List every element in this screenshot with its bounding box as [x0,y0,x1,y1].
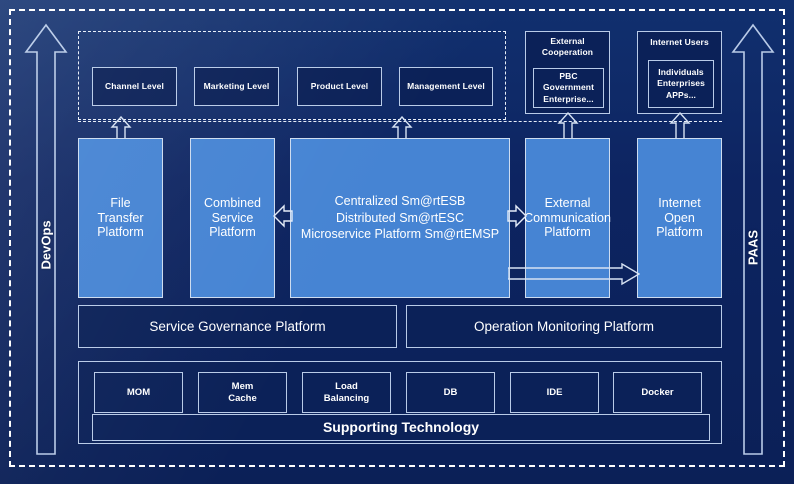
connector-external-comm-to-cooperation [557,112,579,140]
combined-service-platform-label: Combined Service Platform [204,195,261,240]
mem-cache-box[interactable]: Mem Cache [198,372,287,413]
up-arrow-icon [24,23,68,455]
external-cooperation-inner-label: PBC Government Enterprise... [542,71,595,104]
management-level-box[interactable]: Management Level [399,67,493,106]
supporting-technology-label: Supporting Technology [322,419,480,436]
docker-label: Docker [641,386,674,398]
devops-pillar: DevOps [24,22,68,457]
right-arrow-icon [507,204,527,228]
docker-box[interactable]: Docker [613,372,702,413]
channel-level-label: Channel Level [105,81,164,92]
combined-service-platform-box[interactable]: Combined Service Platform [190,138,275,298]
external-cooperation-box[interactable]: External Cooperation PBC Government Ente… [525,31,610,114]
external-communication-platform-box[interactable]: External Communication Platform [524,138,611,298]
ide-box[interactable]: IDE [510,372,599,413]
file-transfer-platform-label: File Transfer Platform [97,195,144,240]
marketing-level-label: Marketing Level [203,81,270,92]
right-arrow-icon [508,263,640,286]
external-cooperation-inner-box: PBC Government Enterprise... [533,68,604,108]
connector-esb-to-combined-service [273,203,293,229]
connector-esb-to-external-communication [507,203,527,229]
paas-label: PAAS [745,229,761,266]
outer-boundary [9,9,785,467]
load-balancing-box[interactable]: Load Balancing [302,372,391,413]
platform-band-group [78,121,722,138]
connector-esb-to-internet-open-platform [508,263,640,287]
external-communication-platform-label: External Communication Platform [524,195,611,240]
internet-users-title: Internet Users [638,32,721,47]
left-arrow-icon [273,204,293,228]
internet-users-inner-label: Individuals Enterprises APPs... [657,66,705,100]
up-arrow-icon [557,112,579,140]
ide-label: IDE [546,386,563,398]
external-cooperation-title-text: External Cooperation [541,36,594,57]
product-level-box[interactable]: Product Level [297,67,382,106]
marketing-level-box[interactable]: Marketing Level [194,67,279,106]
channel-level-box[interactable]: Channel Level [92,67,177,106]
external-cooperation-title: External Cooperation [526,32,609,57]
internet-users-box[interactable]: Internet Users Individuals Enterprises A… [637,31,722,114]
consumer-levels-group [78,31,506,120]
mom-box[interactable]: MOM [94,372,183,413]
esb-platform-label: Centralized Sm@rtESB Distributed Sm@rtES… [300,193,500,242]
operation-monitoring-platform-box[interactable]: Operation Monitoring Platform [406,305,722,348]
product-level-label: Product Level [310,81,369,92]
up-arrow-icon [731,23,775,455]
connector-internet-open-to-users [669,112,691,140]
devops-label: DevOps [38,220,54,270]
internet-users-title-text: Internet Users [650,37,709,47]
service-governance-platform-label: Service Governance Platform [149,318,326,334]
db-box[interactable]: DB [406,372,495,413]
mom-label: MOM [126,386,151,398]
paas-pillar: PAAS [731,22,775,457]
internet-users-inner-box: Individuals Enterprises APPs... [648,60,714,108]
up-arrow-icon [669,112,691,140]
supporting-technology-bar[interactable]: Supporting Technology [92,414,710,441]
load-balancing-label: Load Balancing [323,381,370,404]
file-transfer-platform-box[interactable]: File Transfer Platform [78,138,163,298]
service-governance-platform-box[interactable]: Service Governance Platform [78,305,397,348]
internet-open-platform-label: Internet Open Platform [656,195,703,240]
management-level-label: Management Level [407,81,485,92]
esb-platform-box[interactable]: Centralized Sm@rtESB Distributed Sm@rtES… [290,138,510,298]
operation-monitoring-platform-label: Operation Monitoring Platform [473,318,655,334]
internet-open-platform-box[interactable]: Internet Open Platform [637,138,722,298]
db-label: DB [443,386,458,398]
mem-cache-label: Mem Cache [228,381,257,404]
